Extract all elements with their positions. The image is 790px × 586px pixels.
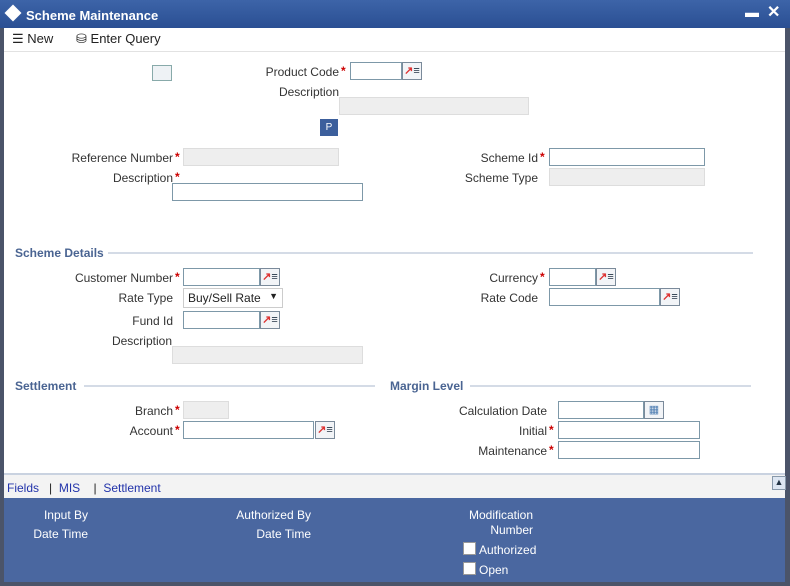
account-input[interactable]	[183, 421, 314, 439]
reference-number-label: Reference Number	[71, 151, 173, 165]
initial-input[interactable]	[558, 421, 700, 439]
minimize-icon[interactable]: ▬	[745, 4, 759, 20]
product-code-lookup-button[interactable]: ↗≡	[402, 62, 422, 80]
required-icon: *	[341, 64, 346, 78]
customer-number-input[interactable]	[183, 268, 260, 286]
calculation-date-label: Calculation Date	[458, 404, 547, 418]
required-icon: *	[540, 150, 545, 164]
window-title: Scheme Maintenance	[26, 8, 159, 23]
fund-id-lookup-button[interactable]: ↗≡	[260, 311, 280, 329]
enter-query-button[interactable]: ⛁ Enter Query	[76, 31, 161, 46]
maintenance-input[interactable]	[558, 441, 700, 459]
description-label: Description	[112, 171, 173, 185]
margin-level-header: Margin Level	[390, 379, 464, 393]
date-time-label: Date Time	[256, 527, 311, 541]
maintenance-label: Maintenance	[478, 444, 547, 458]
calendar-button[interactable]: ▦	[644, 401, 664, 419]
divider	[470, 385, 751, 387]
settlement-header: Settlement	[15, 379, 77, 393]
tab-settlement[interactable]: Settlement	[103, 481, 161, 495]
audit-footer: Input By Date Time Authorized By Date Ti…	[4, 498, 785, 582]
form-body	[4, 28, 785, 473]
required-icon: *	[549, 423, 554, 437]
rate-type-label: Rate Type	[118, 291, 173, 305]
currency-input[interactable]	[549, 268, 596, 286]
tab-bar: Fields | MIS | Settlement ▲	[4, 473, 786, 498]
calendar-icon: ▦	[648, 404, 660, 416]
rate-code-lookup-button[interactable]: ↗≡	[660, 288, 680, 306]
date-time-label: Date Time	[33, 527, 88, 541]
input-by-label: Input By	[43, 508, 88, 522]
customer-number-lookup-button[interactable]: ↗≡	[260, 268, 280, 286]
required-icon: *	[549, 443, 554, 457]
customer-number-label: Customer Number	[74, 271, 173, 285]
chevron-down-icon: ▼	[269, 291, 278, 301]
number-label: Number	[490, 523, 533, 537]
document-icon[interactable]	[152, 65, 172, 81]
tab-fields[interactable]: Fields	[7, 481, 40, 495]
required-icon: *	[175, 150, 180, 164]
fund-id-input[interactable]	[183, 311, 260, 329]
tab-mis[interactable]: MIS	[58, 481, 81, 495]
description-label: Description	[278, 85, 339, 99]
fund-description-label: Description	[111, 334, 172, 348]
scheme-details-header: Scheme Details	[15, 246, 104, 260]
required-icon: *	[175, 170, 180, 184]
required-icon: *	[175, 403, 180, 417]
scheme-type-label: Scheme Type	[464, 171, 538, 185]
scheme-id-label: Scheme Id	[480, 151, 538, 165]
open-label: Open	[479, 563, 509, 577]
product-code-input[interactable]	[350, 62, 402, 80]
currency-lookup-button[interactable]: ↗≡	[596, 268, 616, 286]
required-icon: *	[540, 270, 545, 284]
title-bar: Scheme Maintenance ▬ ✕	[0, 0, 790, 28]
calculation-date-input[interactable]	[558, 401, 644, 419]
modification-label: Modification	[468, 508, 533, 522]
currency-label: Currency	[489, 271, 538, 285]
required-icon: *	[175, 270, 180, 284]
close-icon[interactable]: ✕	[767, 4, 781, 21]
branch-label: Branch	[134, 404, 173, 418]
fund-description-input[interactable]	[172, 346, 363, 364]
authorized-label: Authorized	[479, 543, 537, 557]
rate-code-input[interactable]	[549, 288, 660, 306]
reference-number-input[interactable]	[183, 148, 339, 166]
product-description-input[interactable]	[339, 97, 529, 115]
new-button[interactable]: ☰ New	[12, 31, 54, 46]
scroll-up-icon[interactable]: ▲	[772, 476, 786, 490]
authorized-checkbox[interactable]	[463, 542, 476, 555]
authorized-by-label: Authorized By	[236, 508, 311, 522]
rate-type-select[interactable]: Buy/Sell Rate▼	[183, 288, 283, 308]
product-code-label: Product Code	[265, 65, 339, 79]
divider	[84, 385, 375, 387]
tab-separator: |	[93, 481, 97, 495]
fund-id-label: Fund Id	[132, 314, 173, 328]
scheme-id-input[interactable]	[549, 148, 705, 166]
account-lookup-button[interactable]: ↗≡	[315, 421, 335, 439]
rate-code-label: Rate Code	[480, 291, 538, 305]
toolbar: ☰ New ⛁ Enter Query	[4, 28, 785, 52]
branch-input[interactable]	[183, 401, 229, 419]
required-icon: *	[175, 423, 180, 437]
database-icon: ⛁	[76, 31, 87, 46]
open-checkbox[interactable]	[463, 562, 476, 575]
initial-label: Initial	[518, 424, 547, 438]
tab-separator: |	[49, 481, 53, 495]
description-input[interactable]	[172, 183, 363, 201]
account-label: Account	[129, 424, 173, 438]
divider	[108, 252, 753, 254]
app-diamond-icon	[4, 4, 22, 22]
new-icon: ☰	[12, 31, 24, 46]
scheme-type-input[interactable]	[549, 168, 705, 186]
p-button[interactable]: P	[320, 119, 338, 136]
